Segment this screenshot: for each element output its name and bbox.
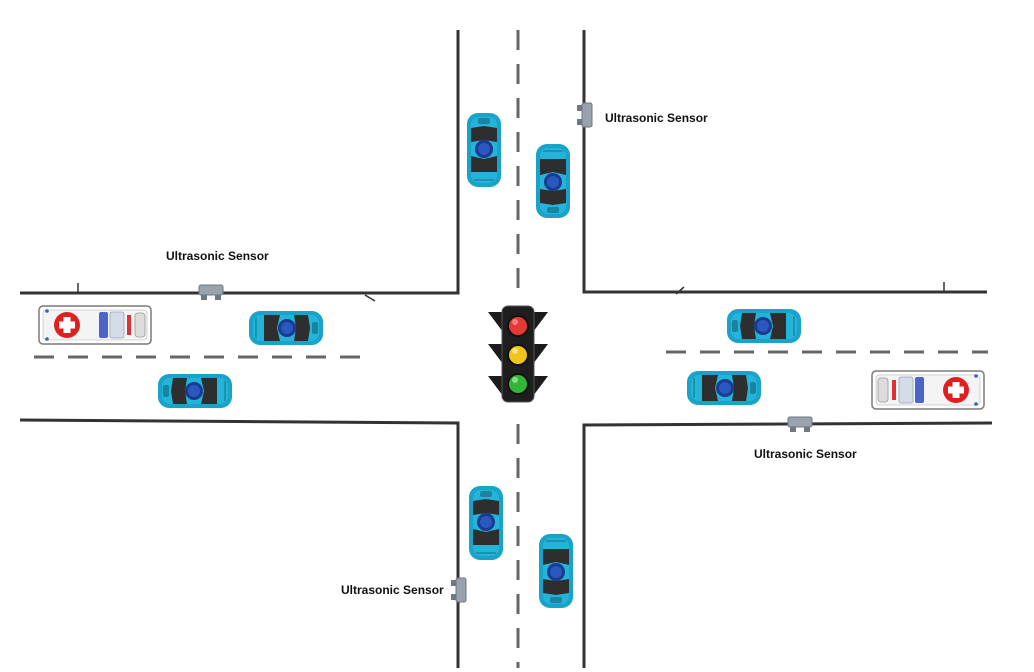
car-east-bottom bbox=[686, 370, 762, 406]
ultrasonic-sensor-south bbox=[450, 577, 467, 603]
ultrasonic-sensor-label-south: Ultrasonic Sensor bbox=[341, 583, 444, 597]
ultrasonic-sensor-label-east: Ultrasonic Sensor bbox=[754, 447, 857, 461]
road-edge-south-east bbox=[582, 421, 993, 668]
ultrasonic-sensor-east bbox=[787, 416, 813, 433]
ultrasonic-sensor-west bbox=[198, 284, 224, 301]
traffic-light bbox=[488, 305, 548, 403]
road-edge-north-west bbox=[20, 30, 460, 295]
red-light bbox=[507, 315, 529, 337]
car-north-right bbox=[535, 143, 571, 219]
ultrasonic-sensor-label-west: Ultrasonic Sensor bbox=[166, 249, 269, 263]
road-ticks bbox=[77, 282, 945, 302]
yellow-light bbox=[507, 344, 529, 366]
ambulance-west bbox=[38, 305, 152, 345]
car-west-bottom bbox=[157, 373, 233, 409]
car-south-right bbox=[538, 533, 574, 609]
car-south-left bbox=[468, 485, 504, 561]
car-north-left bbox=[466, 112, 502, 188]
ultrasonic-sensor-north bbox=[576, 102, 593, 128]
road-edge-south-west bbox=[19, 418, 460, 668]
green-light bbox=[507, 373, 529, 395]
ultrasonic-sensor-label-north: Ultrasonic Sensor bbox=[605, 111, 708, 125]
lane-markings bbox=[34, 30, 988, 668]
car-west-top bbox=[248, 310, 324, 346]
ambulance-east bbox=[871, 370, 985, 410]
road-edge-north-east bbox=[582, 30, 987, 294]
car-east-top bbox=[726, 308, 802, 344]
